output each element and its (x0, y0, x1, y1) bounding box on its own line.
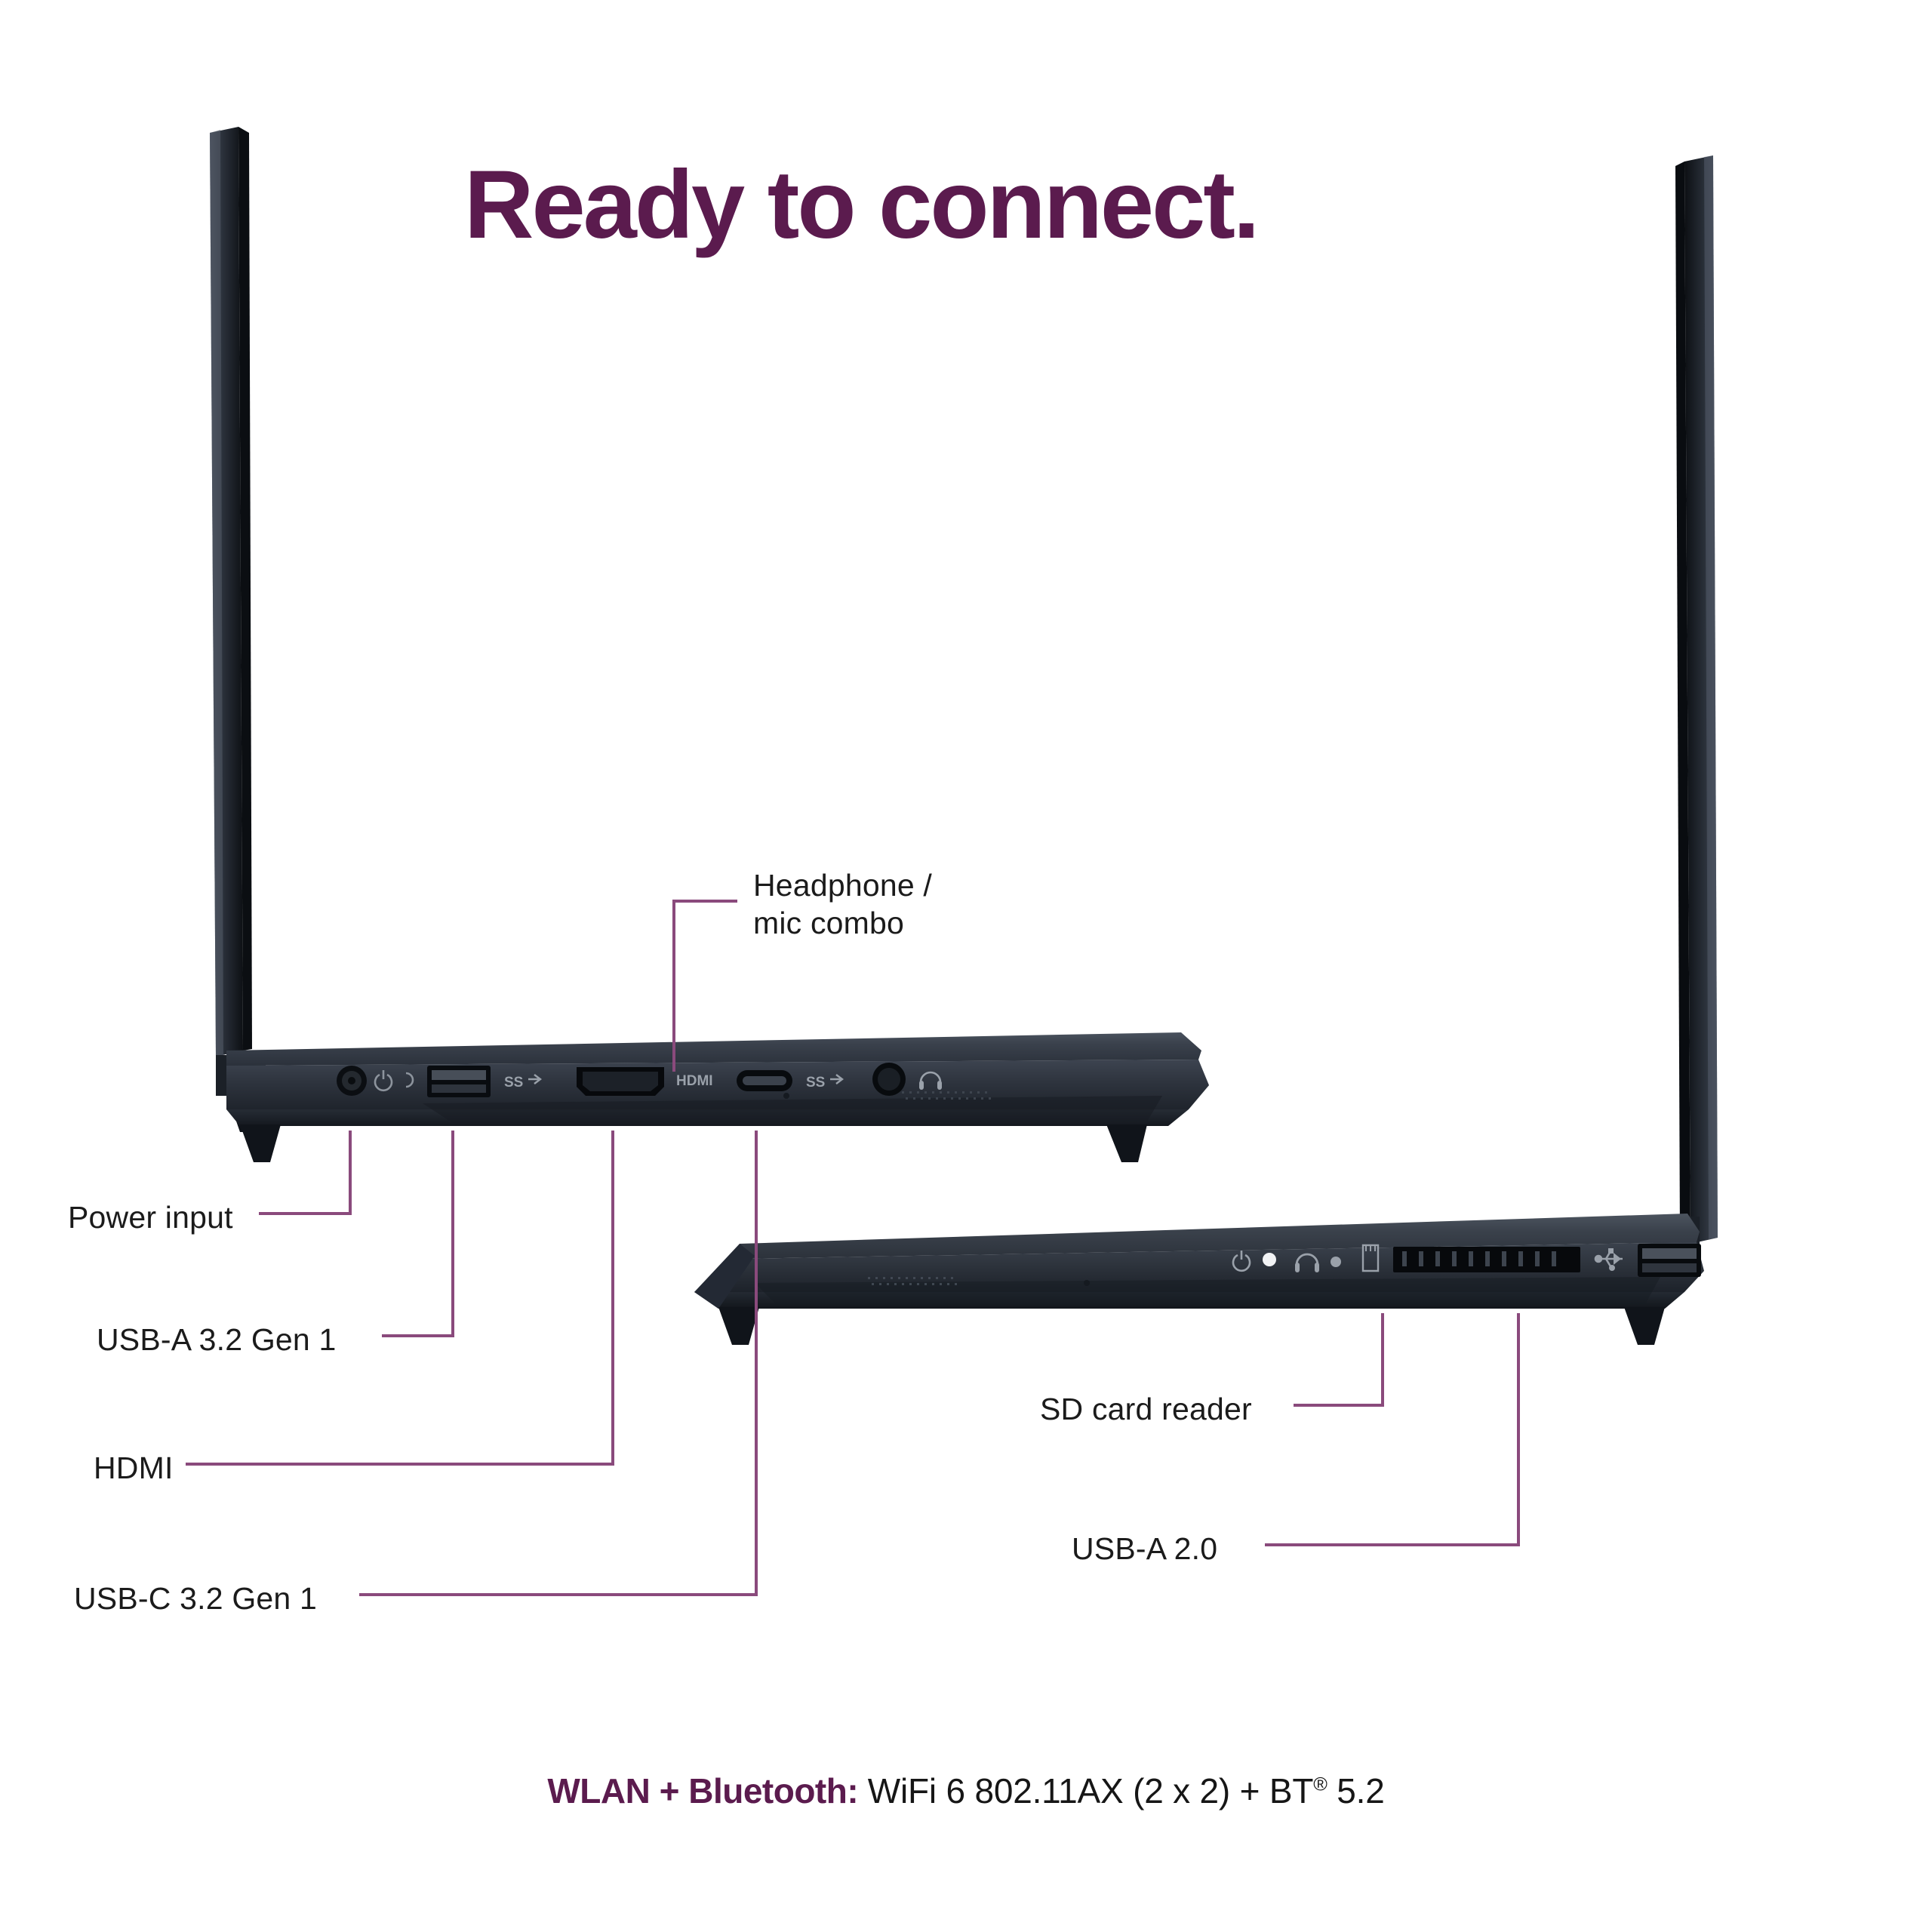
callout-power-input: Power input (68, 1200, 233, 1235)
leader-usb-c-32 (359, 1131, 758, 1596)
mic-indicator-icon (1331, 1257, 1341, 1267)
leader-headphone (672, 900, 737, 1072)
headphone-symbol-icon (919, 1071, 942, 1090)
footer-spec: WLAN + Bluetooth: WiFi 6 802.11AX (2 x 2… (0, 1772, 1932, 1810)
callout-headphone-line2: mic combo (753, 906, 905, 941)
power-led-icon (1263, 1253, 1276, 1266)
sd-card-slot-icon (1361, 1244, 1380, 1272)
callout-hdmi: HDMI (94, 1451, 174, 1485)
headphone-jack-icon (872, 1063, 906, 1096)
right-hinge (1653, 1217, 1700, 1256)
right-front-foot-2 (1624, 1307, 1665, 1345)
leader-power-input (259, 1131, 352, 1215)
usb-c-port-icon (737, 1070, 792, 1091)
hdmi-port-icon (577, 1067, 664, 1096)
right-laptop-lid (1675, 155, 1718, 1244)
right-laptop-bottom-bevel (694, 1292, 1684, 1309)
left-front-foot (1106, 1124, 1147, 1162)
callout-headphone-line1: Headphone / (753, 868, 933, 903)
registered-mark: ® (1313, 1774, 1327, 1795)
left-laptop-top-surface (226, 1032, 1201, 1066)
callout-usb-a-32: USB-A 3.2 Gen 1 (97, 1322, 337, 1357)
usb-trident-icon (1594, 1248, 1623, 1271)
power-symbol-icon (374, 1070, 393, 1092)
usb-a-20-port-icon (1638, 1244, 1701, 1277)
callout-sd-card-reader: SD card reader (1040, 1392, 1252, 1426)
usb-a-port-icon (427, 1066, 491, 1097)
leader-usb-a-32 (382, 1131, 454, 1337)
right-rear-foot (1651, 1253, 1690, 1292)
charge-indicator-icon (405, 1072, 414, 1088)
speaker-grille-icon (902, 1091, 991, 1100)
left-hinge (216, 1055, 266, 1096)
usb-c-ss-marking: SS (806, 1075, 825, 1091)
left-rear-foot (226, 1093, 266, 1132)
left-front-foot-2 (240, 1124, 281, 1162)
leader-usb-a-20 (1265, 1313, 1520, 1546)
power-symbol-icon-right (1232, 1251, 1251, 1272)
sd-card-slot-opening (1393, 1247, 1580, 1272)
headphone-symbol-icon-right (1295, 1253, 1319, 1272)
right-laptop-side-face (694, 1242, 1704, 1292)
left-laptop-lid (210, 127, 252, 1057)
page-title: Ready to connect. (464, 151, 1260, 259)
usb-a-ss-marking: SS (504, 1075, 523, 1091)
left-laptop-side-face (226, 1060, 1209, 1109)
right-front-foot (718, 1307, 759, 1345)
power-jack-icon (337, 1066, 367, 1096)
left-laptop-bottom-bevel (226, 1109, 1189, 1126)
footer-spec-after: 5.2 (1327, 1771, 1385, 1810)
footer-label: WLAN + Bluetooth: (547, 1771, 859, 1810)
right-laptop-top-surface (740, 1214, 1700, 1259)
callout-usb-c-32: USB-C 3.2 Gen 1 (74, 1581, 318, 1616)
speaker-grille-icon-right (868, 1277, 957, 1285)
left-base-screw (783, 1093, 789, 1099)
hdmi-marking: HDMI (676, 1073, 713, 1089)
callout-usb-a-20: USB-A 2.0 (1072, 1531, 1218, 1566)
callout-headphone-mic: Headphone / mic combo (753, 866, 932, 942)
leader-hdmi (186, 1131, 614, 1466)
footer-spec-before: WiFi 6 802.11AX (2 x 2) + BT (858, 1771, 1314, 1810)
leader-sd-card (1294, 1313, 1384, 1407)
right-base-screw (1084, 1280, 1090, 1286)
